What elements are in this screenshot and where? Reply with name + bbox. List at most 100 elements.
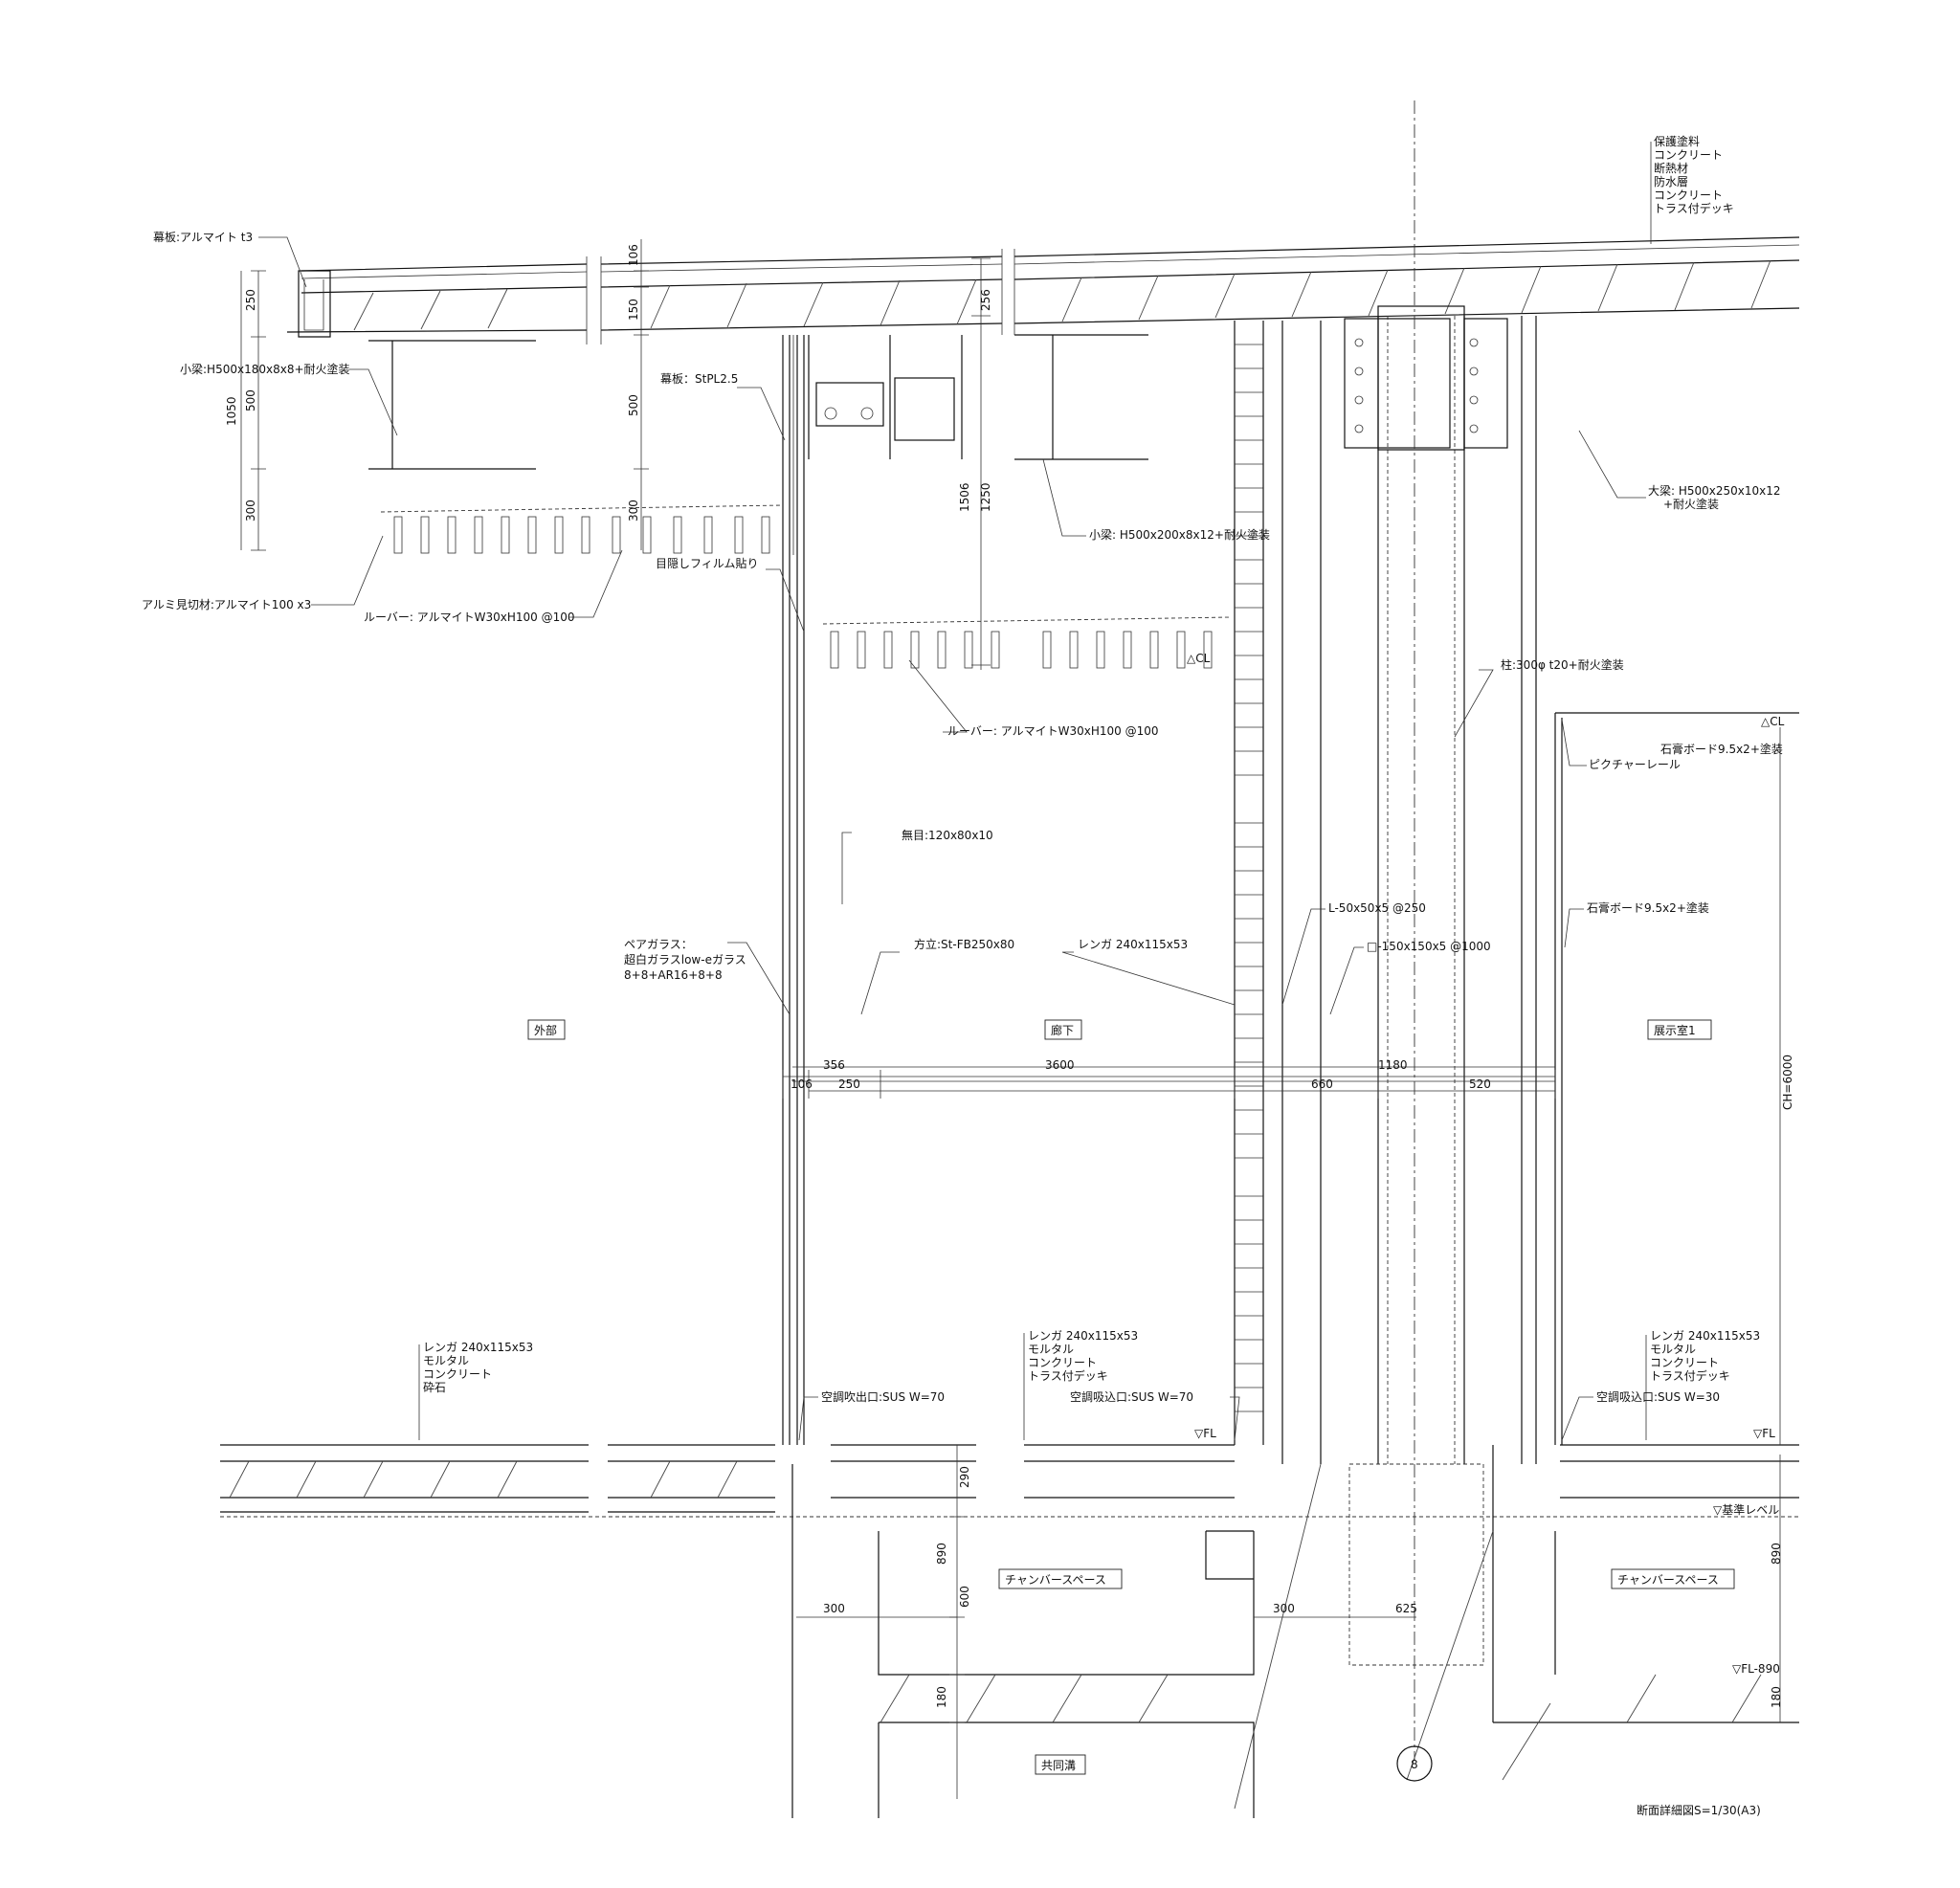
label-fl-mark-1: ▽FL: [1194, 1427, 1216, 1440]
label-pair-glass-2: 超白ガラスlow-eガラス: [624, 952, 746, 966]
label-ac-inlet-mid: 空調吸込口:SUS W=70: [1070, 1390, 1193, 1404]
label-large-beam-2: +耐火塗装: [1663, 497, 1719, 511]
dim-low-300b: 300: [1273, 1602, 1295, 1615]
dim-mid-150: 150: [627, 299, 640, 321]
room-corridor: 廊下: [1051, 1023, 1074, 1037]
label-fl-890: ▽FL-890: [1732, 1662, 1780, 1676]
dim-mid-300: 300: [627, 500, 640, 522]
roof-layer-1: 保護塗料: [1654, 134, 1700, 148]
label-louver-left: ルーバー: アルマイトW30xH100 @100: [364, 611, 575, 624]
dim-low-180-right: 180: [1770, 1686, 1783, 1708]
room-labels: 外部 廊下 展示室1: [527, 1019, 1712, 1040]
label-gypsum-lower: 石膏ボード9.5x2+塗装: [1587, 900, 1709, 915]
dim-low-890-right: 890: [1770, 1543, 1783, 1565]
drawing-title: 断面詳細図S=1/30(A3): [1637, 1803, 1761, 1817]
grid-number: 8: [1411, 1758, 1418, 1771]
dim-h-106: 106: [791, 1077, 813, 1091]
dim-right-256: 256: [979, 289, 992, 311]
floor-left-layer-2: モルタル: [423, 1354, 469, 1367]
floor-right-layer-2: モルタル: [1650, 1343, 1696, 1356]
label-mullion: 方立:St-FB250x80: [914, 937, 1014, 951]
floor-mid-layer-3: コンクリート: [1028, 1356, 1097, 1369]
label-pair-glass-1: ペアガラス：: [624, 938, 693, 951]
dim-h-1180: 1180: [1378, 1058, 1408, 1072]
label-gypsum-upper: 石膏ボード9.5x2+塗装: [1660, 742, 1783, 756]
dim-mid-106: 106: [627, 244, 640, 266]
floor-right-layer-3: コンクリート: [1650, 1356, 1719, 1369]
label-mullion-joint: 無目:120x80x10: [902, 828, 993, 842]
dim-low-890: 890: [935, 1543, 948, 1565]
ceiling-height: CH=6000: [1781, 1055, 1794, 1110]
floor-left-layer-3: コンクリート: [423, 1367, 492, 1381]
dim-right-1506: 1506: [958, 482, 971, 512]
louvers-left: [380, 504, 784, 554]
label-fascia-top: 幕板:アルマイト t3: [153, 231, 253, 244]
floor-mid-layer-1: レンガ 240x115x53: [1028, 1329, 1138, 1343]
dimension-text: 250 500 300 1050 106 150 500 300 256 150…: [225, 244, 1783, 1708]
label-film: 目隠しフィルム貼り: [656, 556, 759, 570]
roof-layer-3: 断熱材: [1654, 161, 1688, 175]
floor-mid-layers: レンガ 240x115x53 モルタル コンクリート トラス付デッキ: [1028, 1329, 1138, 1383]
steel-structure: [782, 100, 1799, 1761]
floor-left-layers: レンガ 240x115x53 モルタル コンクリート 砕石: [423, 1341, 533, 1394]
label-column: 柱:300φ t20+耐火塗装: [1501, 657, 1624, 672]
dim-h-250: 250: [838, 1077, 860, 1091]
louvers-right: [822, 616, 1231, 669]
floor-right-layers: レンガ 240x115x53 モルタル コンクリート トラス付デッキ: [1650, 1329, 1760, 1383]
label-louver-right: ルーバー: アルマイトW30xH100 @100: [947, 724, 1159, 738]
dim-h-3600: 3600: [1045, 1058, 1075, 1072]
roof-layer-5: コンクリート: [1654, 189, 1723, 202]
floor-mid-layer-2: モルタル: [1028, 1343, 1074, 1356]
label-large-beam-1: 大梁: H500x250x10x12: [1648, 483, 1781, 498]
grid-marker-circle: [1396, 1745, 1433, 1782]
floor-right-layer-1: レンガ 240x115x53: [1650, 1329, 1760, 1343]
label-brick-wall: レンガ 240x115x53: [1078, 938, 1188, 951]
dim-low-290: 290: [958, 1466, 971, 1488]
chamber-2: チャンバースペース: [1617, 1573, 1719, 1587]
dim-low-300a: 300: [823, 1602, 845, 1615]
utility-trench: 共同溝: [1041, 1759, 1076, 1772]
dim-left-1050: 1050: [225, 396, 238, 426]
dim-mid-500: 500: [627, 394, 640, 416]
roof-layer-4: 防水層: [1654, 174, 1688, 189]
label-square-pipe: □-150x150x5 @1000: [1367, 940, 1491, 953]
roof-slab: [286, 236, 1800, 470]
floor-right-layer-4: トラス付デッキ: [1650, 1368, 1730, 1383]
roof-layer-6: トラス付デッキ: [1654, 201, 1734, 215]
leader-lines: [258, 142, 1652, 1441]
label-small-beam-right: 小梁: H500x200x8x12+耐火塗装: [1089, 527, 1270, 542]
label-base-level: ▽基準レベル: [1713, 1502, 1779, 1517]
floor-mid-layer-4: トラス付デッキ: [1028, 1368, 1108, 1383]
label-aluminum-trim: アルミ見切材:アルマイト100 x3: [142, 598, 311, 611]
label-angle: L-50x50x5 @250: [1328, 901, 1426, 915]
dim-h-520: 520: [1469, 1077, 1491, 1091]
dim-low-180: 180: [935, 1686, 948, 1708]
dimension-lines: [240, 239, 1781, 1799]
dim-right-1250: 1250: [979, 482, 992, 512]
roof-layer-2: コンクリート: [1654, 148, 1723, 162]
label-small-beam-left: 小梁:H500x180x8x8+耐火塗装: [180, 362, 350, 376]
roof-layers-legend: 保護塗料 コンクリート 断熱材 防水層 コンクリート トラス付デッキ: [1654, 134, 1734, 215]
room-exterior: 外部: [534, 1023, 557, 1037]
label-cl-mark-2: △CL: [1761, 715, 1785, 728]
dim-h-660: 660: [1311, 1077, 1333, 1091]
label-ac-outlet: 空調吹出口:SUS W=70: [821, 1390, 945, 1404]
label-ac-inlet-right: 空調吸込口:SUS W=30: [1596, 1390, 1720, 1404]
dim-left-500: 500: [244, 389, 257, 411]
room-exhibition: 展示室1: [1654, 1023, 1696, 1037]
chamber-labels: チャンバースペース チャンバースペース 共同溝: [998, 1568, 1735, 1775]
dim-left-250: 250: [244, 289, 257, 311]
chamber-1: チャンバースペース: [1005, 1573, 1106, 1587]
dim-low-625: 625: [1395, 1602, 1417, 1615]
label-picture-rail: ピクチャーレール: [1589, 758, 1681, 771]
dim-low-600: 600: [958, 1586, 971, 1608]
floor-left-layer-4: 砕石: [423, 1380, 446, 1394]
label-cl-mark-1: △CL: [1187, 652, 1211, 665]
floor-and-foundation: [220, 1066, 1799, 1818]
dim-left-300: 300: [244, 500, 257, 522]
label-fascia-steel: 幕板：StPL2.5: [660, 372, 738, 386]
dim-h-356: 356: [823, 1058, 845, 1072]
floor-left-layer-1: レンガ 240x115x53: [423, 1341, 533, 1354]
label-fl-mark-2: ▽FL: [1753, 1427, 1775, 1440]
